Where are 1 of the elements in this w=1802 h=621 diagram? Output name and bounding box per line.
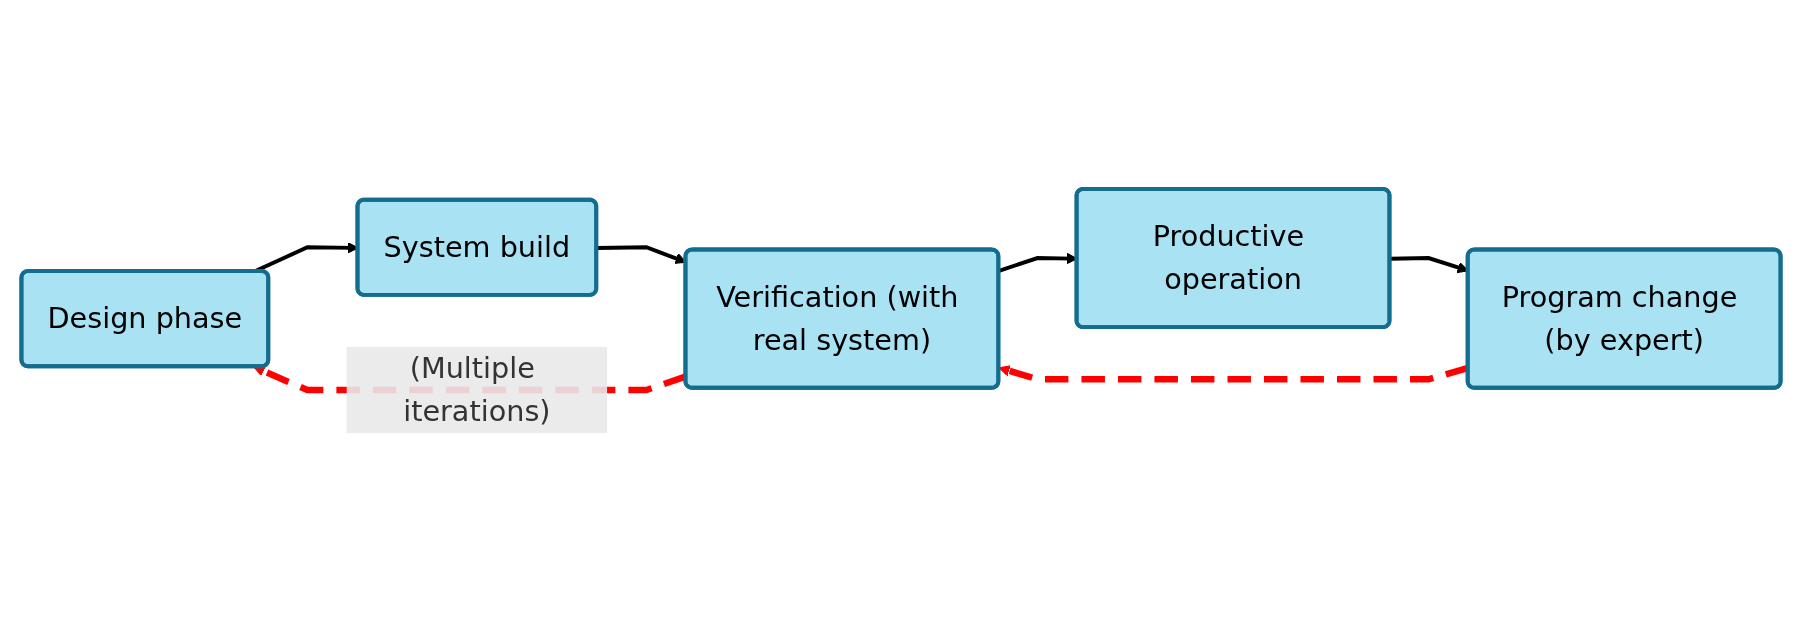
edge-label: (Multiple iterations) [403, 351, 551, 428]
